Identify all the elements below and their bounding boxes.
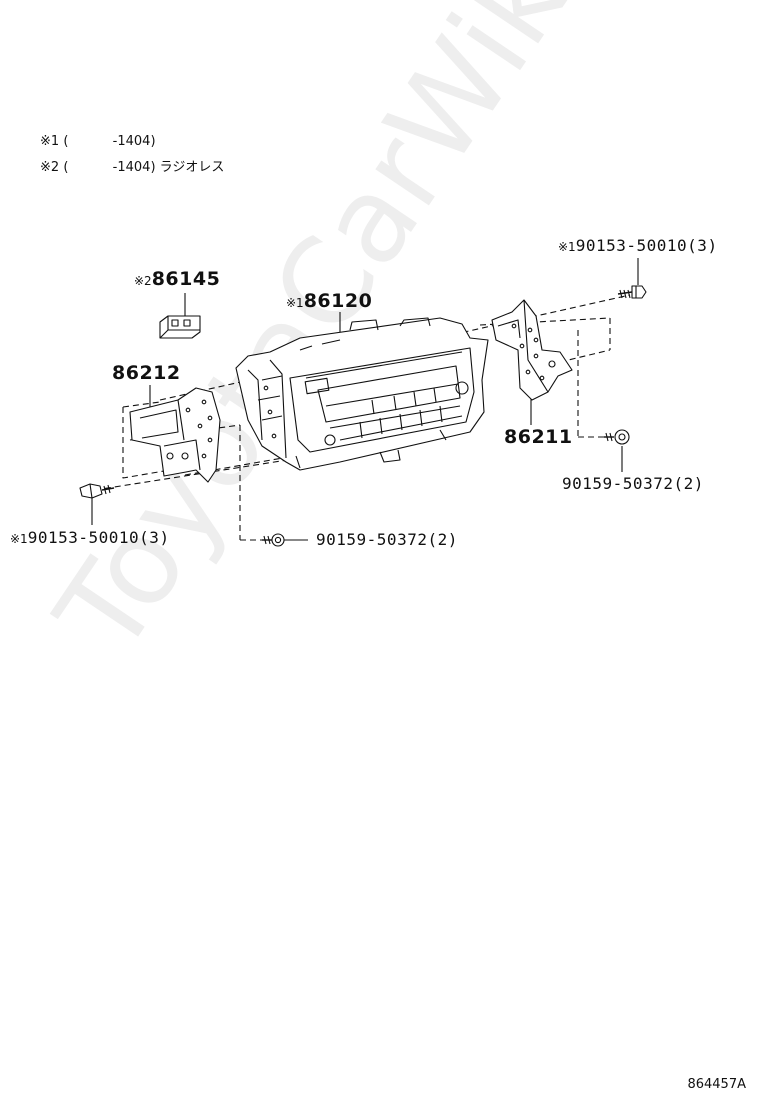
label-bolt-left: ※190153-50010(3) — [10, 528, 170, 547]
note-mark: ※2 — [40, 160, 60, 175]
label-mark: ※1 — [286, 296, 304, 310]
label-screw-right: 90159-50372(2) — [562, 474, 704, 493]
note-2: ※2 ( -1404) ラジオレス — [40, 156, 224, 175]
bracket-86211 — [491, 299, 573, 401]
part-number: 86211 — [504, 426, 573, 448]
part-qty: (3) — [139, 528, 170, 547]
label-86212: 86212 — [112, 362, 181, 384]
bracket-86212 — [129, 387, 221, 483]
label-mark: ※1 — [558, 240, 576, 254]
label-86145: ※286145 — [134, 268, 220, 290]
bolt-left — [79, 483, 115, 499]
note-1: ※1 ( -1404) — [40, 134, 156, 149]
bolt-top-right — [617, 285, 647, 299]
note-range: -1404) — [112, 134, 156, 149]
screw-right — [604, 429, 630, 445]
note-paren: ( — [63, 134, 69, 149]
radio-unit-86120 — [235, 317, 489, 471]
label-screw-center: 90159-50372(2) — [316, 530, 458, 549]
leader-lines — [91, 258, 639, 541]
connector-86145 — [159, 315, 201, 339]
part-qty: (3) — [687, 236, 718, 255]
part-number: 90159-50372 — [562, 474, 674, 493]
screw-center — [262, 533, 285, 547]
part-number: 86212 — [112, 362, 181, 384]
label-bolt-top-right: ※190153-50010(3) — [558, 236, 718, 255]
part-number: 86145 — [151, 268, 221, 290]
label-86120: ※186120 — [286, 290, 372, 312]
label-86211: 86211 — [504, 426, 573, 448]
part-number: 90153-50010 — [575, 236, 688, 255]
diagram-code: 864457A — [687, 1077, 746, 1092]
label-mark: ※1 — [10, 532, 28, 546]
part-qty: (2) — [427, 530, 458, 549]
note-suffix: ラジオレス — [159, 160, 225, 175]
part-number: 86120 — [303, 290, 373, 312]
note-mark: ※1 — [40, 134, 60, 149]
part-number: 90159-50372 — [316, 530, 428, 549]
note-paren: ( — [63, 160, 69, 175]
note-range: -1404) — [112, 160, 156, 175]
label-mark: ※2 — [134, 274, 152, 288]
part-qty: (2) — [673, 474, 704, 493]
part-number: 90153-50010 — [27, 528, 140, 547]
